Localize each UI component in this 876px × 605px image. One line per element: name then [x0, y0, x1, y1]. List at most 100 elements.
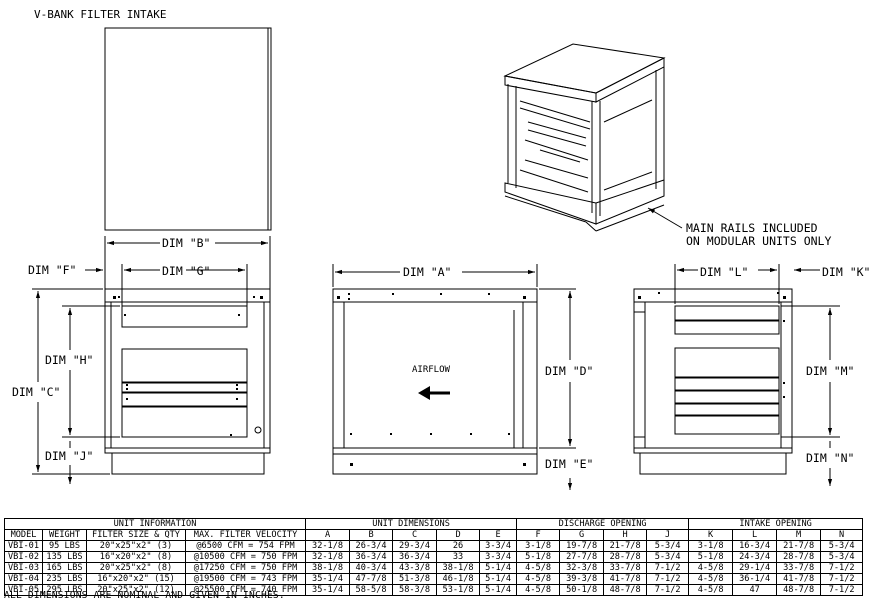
- group-intake-opening: INTAKE OPENING: [688, 518, 864, 530]
- table-cell: 20"x25"x2" (3): [86, 540, 186, 552]
- col-header: H: [603, 529, 648, 541]
- table-cell: 36-3/4: [392, 551, 438, 563]
- table-cell: 53-1/8: [436, 584, 481, 596]
- table-cell: 35-1/4: [305, 573, 351, 585]
- table-cell: 4-5/8: [688, 562, 734, 574]
- isometric-view: [503, 43, 666, 232]
- table-cell: 58-3/8: [392, 584, 438, 596]
- col-header: N: [820, 529, 864, 541]
- table-cell: 5-1/8: [516, 551, 561, 563]
- table-cell: VBI-04: [4, 573, 43, 585]
- table-cell: 7-1/2: [820, 584, 864, 596]
- table-cell: 7-1/2: [646, 584, 690, 596]
- table-cell: 5-3/4: [646, 551, 690, 563]
- table-cell: 41-7/8: [603, 573, 648, 585]
- table-cell: 24-3/4: [732, 551, 778, 563]
- table-cell: 58-5/8: [349, 584, 394, 596]
- table-cell: 40-3/4: [349, 562, 394, 574]
- col-header: B: [349, 529, 394, 541]
- table-cell: 39-3/8: [559, 573, 605, 585]
- dim-h-label: DIM "H": [45, 353, 93, 367]
- dim-f-label: DIM "F": [28, 263, 76, 277]
- table-cell: 27-7/8: [559, 551, 605, 563]
- dim-n-label: DIM "N": [806, 451, 854, 465]
- table-cell: 16"x20"x2" (8): [86, 551, 186, 563]
- table-cell: 46-1/8: [436, 573, 481, 585]
- table-cell: 28-7/8: [776, 551, 822, 563]
- dim-k-label: DIM "K": [822, 265, 870, 279]
- right-elevation-bolts: [638, 292, 786, 398]
- table-cell: @6500 CFM = 754 FPM: [184, 540, 307, 552]
- col-header: D: [436, 529, 481, 541]
- table-cell: 3-3/4: [479, 551, 518, 563]
- table-cell: 47: [732, 584, 778, 596]
- group-unit-dimensions: UNIT DIMENSIONS: [305, 518, 518, 530]
- table-cell: 43-3/8: [392, 562, 438, 574]
- table-cell: 3-3/4: [479, 540, 518, 552]
- table-cell: @19500 CFM = 743 FPM: [184, 573, 307, 585]
- table-cell: 51-3/8: [392, 573, 438, 585]
- dim-a-label: DIM "A": [403, 265, 451, 279]
- column-header-row: MODEL WEIGHT FILTER SIZE & QTY MAX. FILT…: [4, 529, 864, 541]
- table-cell: 95 LBS: [42, 540, 87, 552]
- callout-leader: [647, 207, 683, 229]
- left-elevation-bolts: [113, 296, 263, 436]
- callout-line1: MAIN RAILS INCLUDED: [686, 221, 818, 235]
- dim-j-label: DIM "J": [45, 449, 93, 463]
- col-header: E: [479, 529, 518, 541]
- col-header: MAX. FILTER VELOCITY: [184, 529, 307, 541]
- table-cell: @25500 CFM = 740 FPM: [184, 584, 307, 596]
- col-header: L: [732, 529, 778, 541]
- table-cell: 26-3/4: [349, 540, 394, 552]
- table-cell: 7-1/2: [646, 562, 690, 574]
- airflow-label: AIRFLOW: [412, 365, 451, 375]
- table-cell: @17250 CFM = 750 FPM: [184, 562, 307, 574]
- right-elevation: [633, 288, 793, 475]
- table-cell: @10500 CFM = 750 FPM: [184, 551, 307, 563]
- table-cell: 16"x20"x2" (15): [86, 573, 186, 585]
- table-cell: VBI-01: [4, 540, 43, 552]
- technical-drawing: V-BANK FILTER INTAKE MAIN RAILS INCLUDED…: [12, 8, 870, 490]
- table-cell: 33-7/8: [603, 562, 648, 574]
- center-elevation-bolts: [337, 293, 526, 466]
- table-cell: 135 LBS: [42, 551, 87, 563]
- table-cell: 4-5/8: [688, 573, 734, 585]
- table-cell: 33: [436, 551, 481, 563]
- table-cell: 4-5/8: [516, 562, 561, 574]
- table-cell: 29-3/4: [392, 540, 438, 552]
- col-header: M: [776, 529, 822, 541]
- col-header: A: [305, 529, 351, 541]
- table-cell: 16-3/4: [732, 540, 778, 552]
- callout-line2: ON MODULAR UNITS ONLY: [686, 234, 831, 248]
- table-cell: 4-5/8: [516, 573, 561, 585]
- footnote: ALL DIMENSIONS ARE NOMINAL AND GIVEN IN …: [4, 590, 285, 601]
- group-unit-info: UNIT INFORMATION: [3, 518, 307, 530]
- table-cell: 29-1/4: [732, 562, 778, 574]
- table-cell: 5-1/4: [479, 562, 518, 574]
- table-cell: 5-3/4: [820, 551, 864, 563]
- table-cell: 4-5/8: [688, 584, 734, 596]
- table-cell: VBI-02: [4, 551, 43, 563]
- table-cell: VBI-03: [4, 562, 43, 574]
- table-cell: 38-1/8: [436, 562, 481, 574]
- col-header: FILTER SIZE & QTY: [86, 529, 186, 541]
- dimension-lines: [32, 236, 840, 490]
- dim-g-label: DIM "G": [162, 264, 210, 278]
- table-cell: 33-7/8: [776, 562, 822, 574]
- group-discharge-opening: DISCHARGE OPENING: [516, 518, 690, 530]
- table-cell: 5-3/4: [646, 540, 690, 552]
- col-header: WEIGHT: [42, 529, 87, 541]
- top-view: [104, 27, 272, 231]
- table-cell: 20"x25"x2" (8): [86, 562, 186, 574]
- dim-e-label: DIM "E": [545, 457, 593, 471]
- table-cell: 38-1/8: [305, 562, 351, 574]
- dim-m-label: DIM "M": [806, 364, 854, 378]
- table-cell: 35-1/4: [305, 584, 351, 596]
- table-cell: 32-3/8: [559, 562, 605, 574]
- left-elevation: [104, 288, 271, 475]
- table-cell: 3-1/8: [688, 540, 734, 552]
